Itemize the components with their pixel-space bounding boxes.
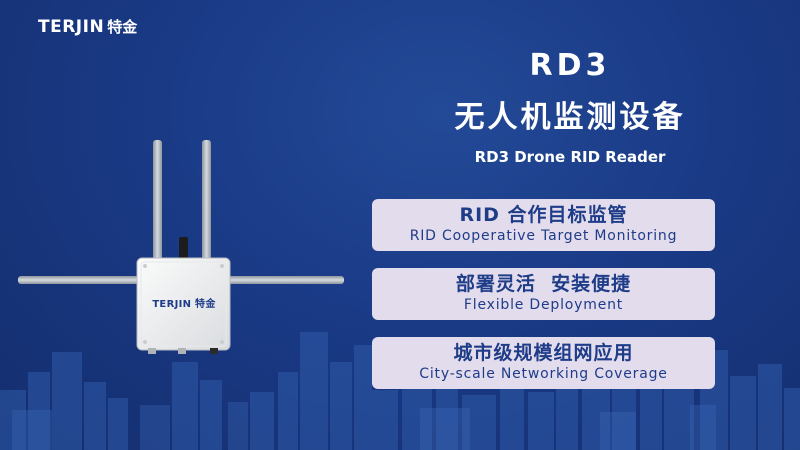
model-name: RD3 bbox=[529, 48, 611, 83]
device-logo: TERJIN 特金 bbox=[152, 299, 216, 310]
feature-box-rid: RID 合作目标监管 RID Cooperative Target Monito… bbox=[372, 199, 715, 251]
feature-title-cn: 部署灵活 安装便捷 bbox=[455, 273, 632, 295]
feature-title-cn: RID 合作目标监管 bbox=[459, 204, 628, 226]
antenna-icon bbox=[18, 140, 344, 284]
brand-logo-latin: TERJIN bbox=[38, 16, 105, 37]
feature-box-networking: 城市级规模组网应用 City-scale Networking Coverage bbox=[372, 337, 715, 389]
feature-title-en: Flexible Deployment bbox=[463, 297, 624, 313]
title-chinese: 无人机监测设备 bbox=[454, 100, 686, 135]
feature-title-en: City-scale Networking Coverage bbox=[419, 366, 668, 382]
brand-logo: TERJIN 特金 bbox=[38, 16, 137, 37]
feature-title-en: RID Cooperative Target Monitoring bbox=[409, 228, 678, 244]
feature-box-deployment: 部署灵活 安装便捷 Flexible Deployment bbox=[372, 268, 715, 320]
title-english: RD3 Drone RID Reader bbox=[474, 148, 666, 166]
brand-logo-cjk: 特金 bbox=[107, 18, 138, 36]
feature-title-cn: 城市级规模组网应用 bbox=[453, 342, 634, 364]
